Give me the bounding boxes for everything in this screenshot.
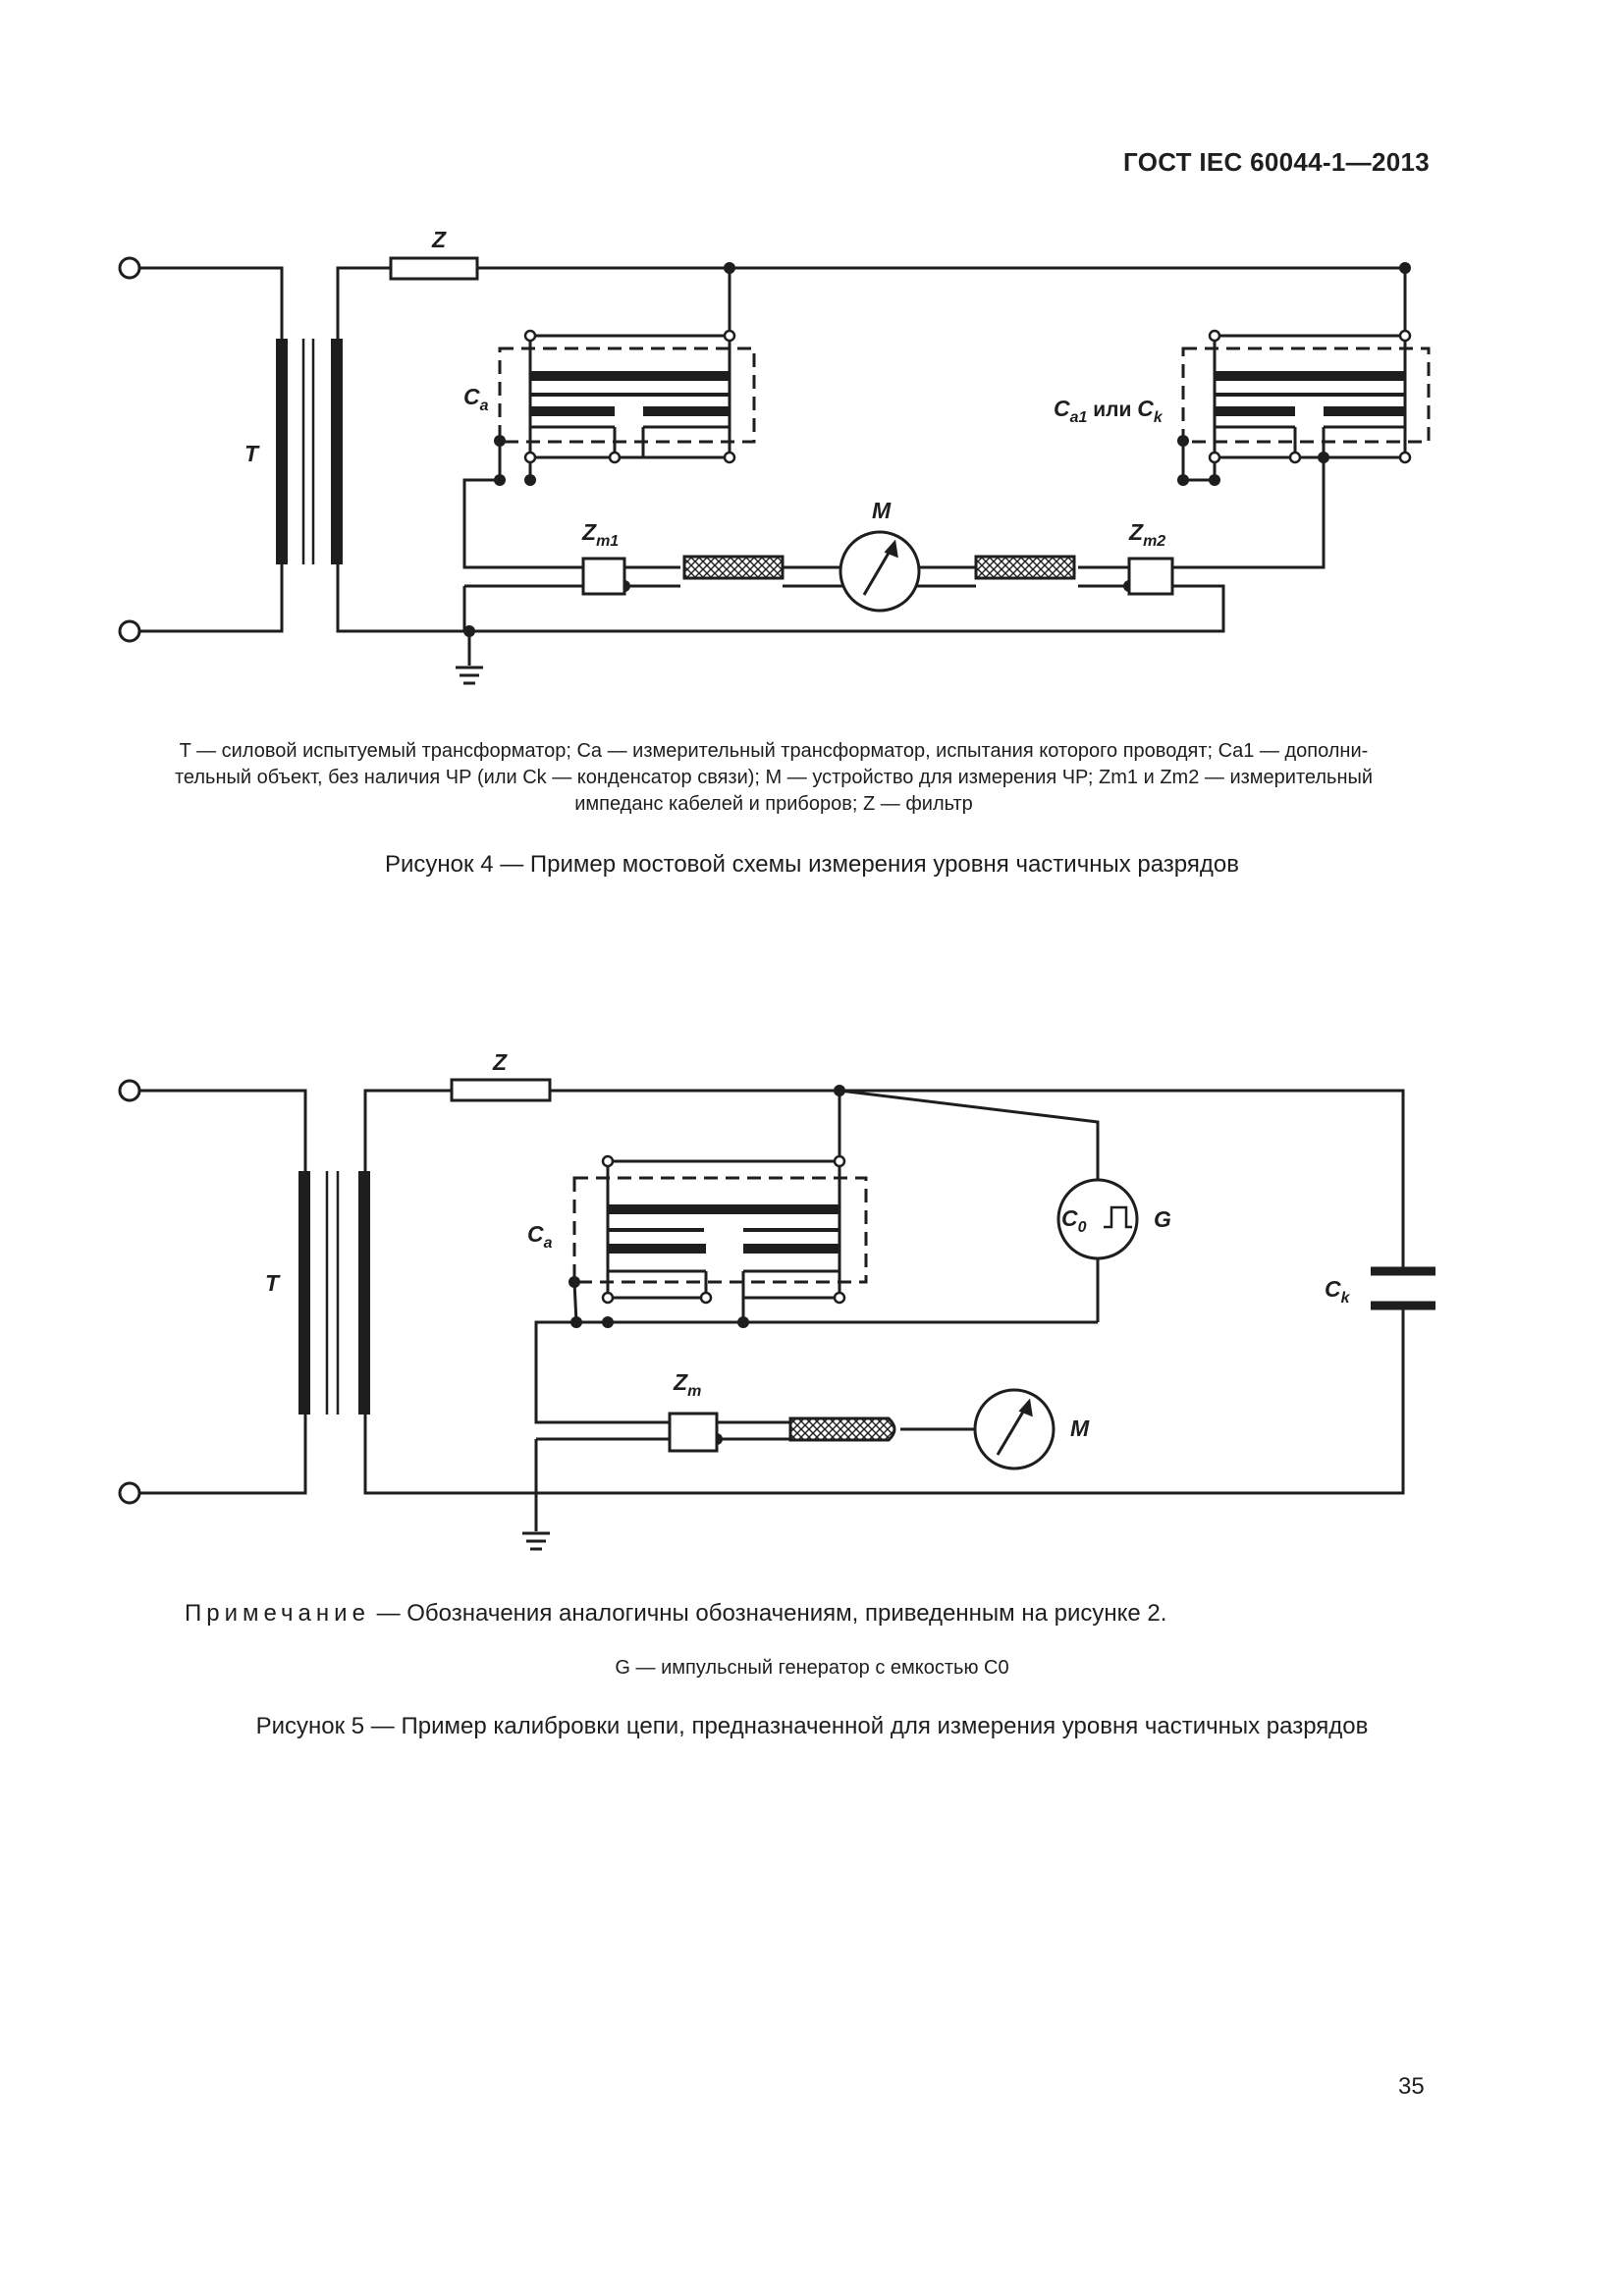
terminal-bottom bbox=[118, 1481, 141, 1505]
figure-5-note: Примечание — Обозначения аналогичны обоз… bbox=[185, 1600, 1166, 1628]
label-c0: C0 bbox=[1061, 1205, 1087, 1236]
cable-2 bbox=[974, 555, 1076, 580]
label-ca: Ca bbox=[463, 384, 489, 414]
terminal-top bbox=[118, 256, 141, 280]
figure-4-diagram: Z T Ca Ca1 или Ck M Zm1 Zm2 bbox=[118, 227, 1431, 685]
label-m: M bbox=[1070, 1415, 1090, 1441]
impedance-zm2 bbox=[1127, 557, 1174, 596]
figure-5-diagram: Z T Ca C0 G Ck Zm M bbox=[118, 1049, 1435, 1551]
terminal-bottom bbox=[118, 619, 141, 643]
legend-line-3: импеданс кабелей и приборов; Z — фильтр bbox=[574, 793, 973, 815]
cable-1 bbox=[682, 555, 785, 580]
label-m: M bbox=[872, 498, 892, 523]
transformer-winding-2 bbox=[358, 1171, 370, 1415]
meter-m bbox=[839, 530, 921, 613]
note-prefix: Примечание bbox=[185, 1600, 370, 1627]
ca-dashed-box bbox=[498, 347, 756, 444]
transformer-winding-2 bbox=[331, 339, 343, 564]
meter-m bbox=[973, 1388, 1056, 1470]
generator-g bbox=[1056, 1178, 1139, 1260]
ca1-dashed-box bbox=[1181, 347, 1431, 444]
transformer-winding-1 bbox=[276, 339, 288, 564]
transformer-winding-1 bbox=[298, 1171, 310, 1415]
document-header: ГОСТ IEC 60044-1—2013 bbox=[1123, 147, 1430, 177]
label-t: T bbox=[265, 1270, 281, 1296]
ca-dashed-box bbox=[572, 1176, 868, 1284]
label-ck: Ck bbox=[1325, 1276, 1351, 1307]
filter-z bbox=[389, 256, 479, 281]
terminal-top bbox=[118, 1079, 141, 1102]
impedance-zm1 bbox=[581, 557, 626, 596]
figure-4-legend: T — силовой испытуемый трансформатор; Ca… bbox=[116, 738, 1432, 818]
label-z: Z bbox=[431, 227, 447, 252]
figure-5-legend: G — импульсный генератор с емкостью C0 bbox=[615, 1657, 1009, 1679]
label-t: T bbox=[244, 441, 260, 466]
impedance-zm bbox=[668, 1412, 719, 1453]
label-zm: Zm bbox=[673, 1369, 701, 1400]
figure-4-caption: Рисунок 4 — Пример мостовой схемы измере… bbox=[385, 851, 1239, 878]
label-zm2: Zm2 bbox=[1128, 519, 1165, 550]
label-zm1: Zm1 bbox=[581, 519, 619, 550]
note-text: — Обозначения аналогичны обозначениям, п… bbox=[369, 1600, 1167, 1627]
legend-line-1: T — силовой испытуемый трансформатор; Ca… bbox=[179, 740, 1369, 762]
label-z: Z bbox=[492, 1049, 508, 1075]
legend-line-2: тельный объект, без наличия ЧР (или Ck —… bbox=[174, 767, 1374, 788]
figure-5-caption: Рисунок 5 — Пример калибровки цепи, пред… bbox=[255, 1713, 1369, 1739]
label-g: G bbox=[1154, 1206, 1171, 1232]
label-ca1-or-ck: Ca1 или Ck bbox=[1054, 396, 1164, 426]
cable bbox=[788, 1416, 896, 1442]
page-number: 35 bbox=[1398, 2073, 1425, 2100]
filter-z bbox=[450, 1078, 552, 1102]
label-ca: Ca bbox=[527, 1221, 553, 1252]
